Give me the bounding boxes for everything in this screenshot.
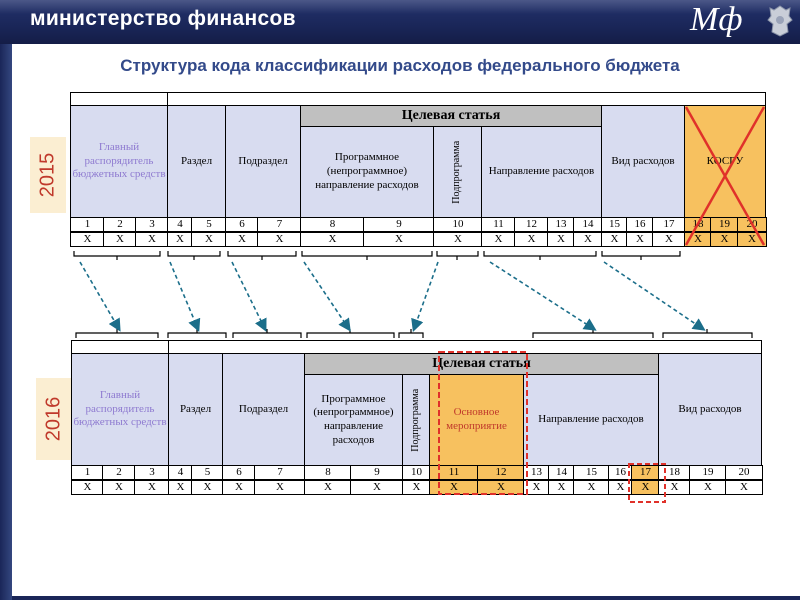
column-marker: Х: [225, 232, 259, 247]
header-program: Программное (непрограммное) направление …: [300, 126, 434, 218]
column-marker: Х: [222, 480, 256, 495]
left-decor-bar: [0, 44, 12, 600]
column-marker: Х: [300, 232, 365, 247]
column-marker: Х: [402, 480, 431, 495]
header-target-article: Целевая статья: [300, 105, 602, 127]
column-marker: Х: [350, 480, 404, 495]
header-main-manager: Главный распорядитель бюджетных средств: [71, 353, 169, 466]
column-number-20: 20: [725, 465, 763, 480]
header-bar: министерство финансов Мф: [0, 0, 800, 44]
header-target-article: Целевая статья: [304, 353, 659, 375]
header-main-event: Основное мероприятие: [429, 374, 524, 466]
ministry-logo: Мф: [690, 1, 743, 38]
header-subsection: Подраздел: [225, 105, 301, 218]
year-label-2015: 2015: [30, 137, 66, 213]
column-marker: Х: [481, 232, 516, 247]
braces-2016: [75, 329, 753, 338]
highlight-frame-main-event: [438, 351, 528, 495]
header-kosgu: КОСГУ: [684, 105, 766, 218]
header-expense-type: Вид расходов: [658, 353, 762, 466]
header-direction: Направление расходов: [523, 374, 659, 466]
bottom-decor-line: [12, 596, 800, 600]
column-number-1: 1: [70, 217, 105, 232]
mapping-arrows: [79, 261, 706, 333]
coat-of-arms-icon: [767, 5, 793, 37]
header-expense-type: Вид расходов: [601, 105, 685, 218]
year-label-2016: 2016: [36, 378, 72, 460]
column-marker: Х: [689, 480, 727, 495]
ministry-name: министерство финансов: [30, 7, 296, 30]
column-number-5: 5: [191, 465, 224, 480]
kosgu-cross: [684, 106, 766, 246]
column-number-15: 15: [601, 217, 628, 232]
highlight-frame-col-17: [628, 463, 666, 503]
braces-2015: [73, 251, 681, 260]
column-number-12: 12: [477, 465, 525, 480]
column-marker: Х: [631, 480, 660, 495]
column-marker: Х: [257, 232, 302, 247]
header-gloss: [0, 0, 800, 14]
header-subsection: Подраздел: [222, 353, 305, 466]
slide-title: Структура кода классификации расходов фе…: [120, 56, 680, 75]
column-marker: Х: [103, 232, 137, 247]
header-direction: Направление расходов: [481, 126, 602, 218]
column-marker: Х: [725, 480, 763, 495]
column-number-2: 2: [103, 217, 137, 232]
header-main-manager: Главный распорядитель бюджетных средств: [70, 105, 168, 218]
header-section: Раздел: [168, 353, 223, 466]
column-number-5: 5: [191, 217, 227, 232]
column-number-19: 19: [710, 217, 739, 232]
